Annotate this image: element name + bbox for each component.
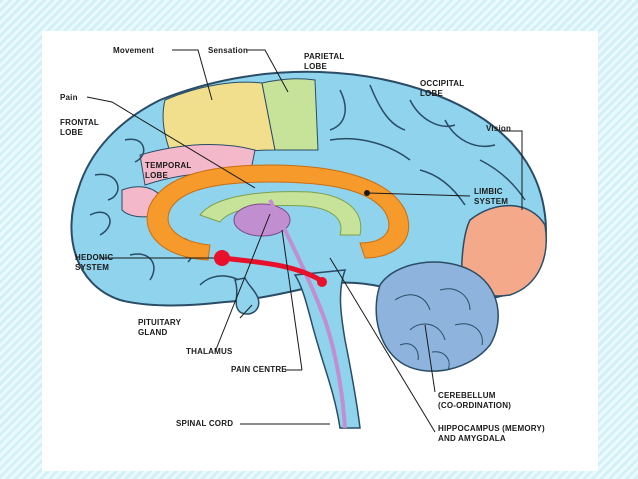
label-hippocampus-1: HIPPOCAMPUS (MEMORY) (438, 424, 545, 433)
vision-region (461, 204, 547, 297)
limbic-pointer-dot (364, 190, 370, 196)
label-pain-centre: PAIN CENTRE (231, 365, 287, 374)
limbic-system (146, 164, 410, 261)
label-occipital-1: OCCIPITAL (420, 79, 464, 88)
label-hedonic-2: SYSTEM (75, 263, 109, 272)
label-sensation: Sensation (208, 46, 248, 55)
label-cerebellum-1: CEREBELLUM (438, 391, 496, 400)
spinal-cord (268, 199, 347, 429)
cerebellum (375, 261, 499, 372)
brainstem (293, 269, 361, 429)
label-cerebellum-2: (CO-ORDINATION) (438, 401, 511, 410)
label-movement: Movement (113, 46, 154, 55)
label-vision: Vision (486, 124, 511, 133)
label-hedonic-1: HEDONIC (75, 253, 113, 262)
label-parietal-1: PARIETAL (304, 52, 344, 61)
label-occipital-2: LOBE (420, 89, 443, 98)
label-pituitary-1: PITUITARY (138, 318, 182, 327)
label-spinal-cord: SPINAL CORD (176, 419, 233, 428)
label-frontal-1: FRONTAL (60, 118, 99, 127)
label-thalamus: THALAMUS (186, 347, 233, 356)
hedonic-system (214, 250, 327, 287)
cerebellum-folds (394, 288, 483, 371)
label-pituitary-2: GLAND (138, 328, 167, 337)
label-hippocampus-2: AND AMYGDALA (438, 434, 506, 443)
label-parietal-2: LOBE (304, 62, 327, 71)
label-temporal-2: LOBE (145, 171, 168, 180)
label-pain: Pain (60, 93, 78, 102)
leader-lines (86, 49, 523, 433)
sensation-region (261, 78, 319, 151)
label-limbic-1: LIMBIC (474, 187, 503, 196)
label-temporal-1: TEMPORAL (145, 161, 192, 170)
label-frontal-2: LOBE (60, 128, 83, 137)
label-limbic-2: SYSTEM (474, 197, 508, 206)
